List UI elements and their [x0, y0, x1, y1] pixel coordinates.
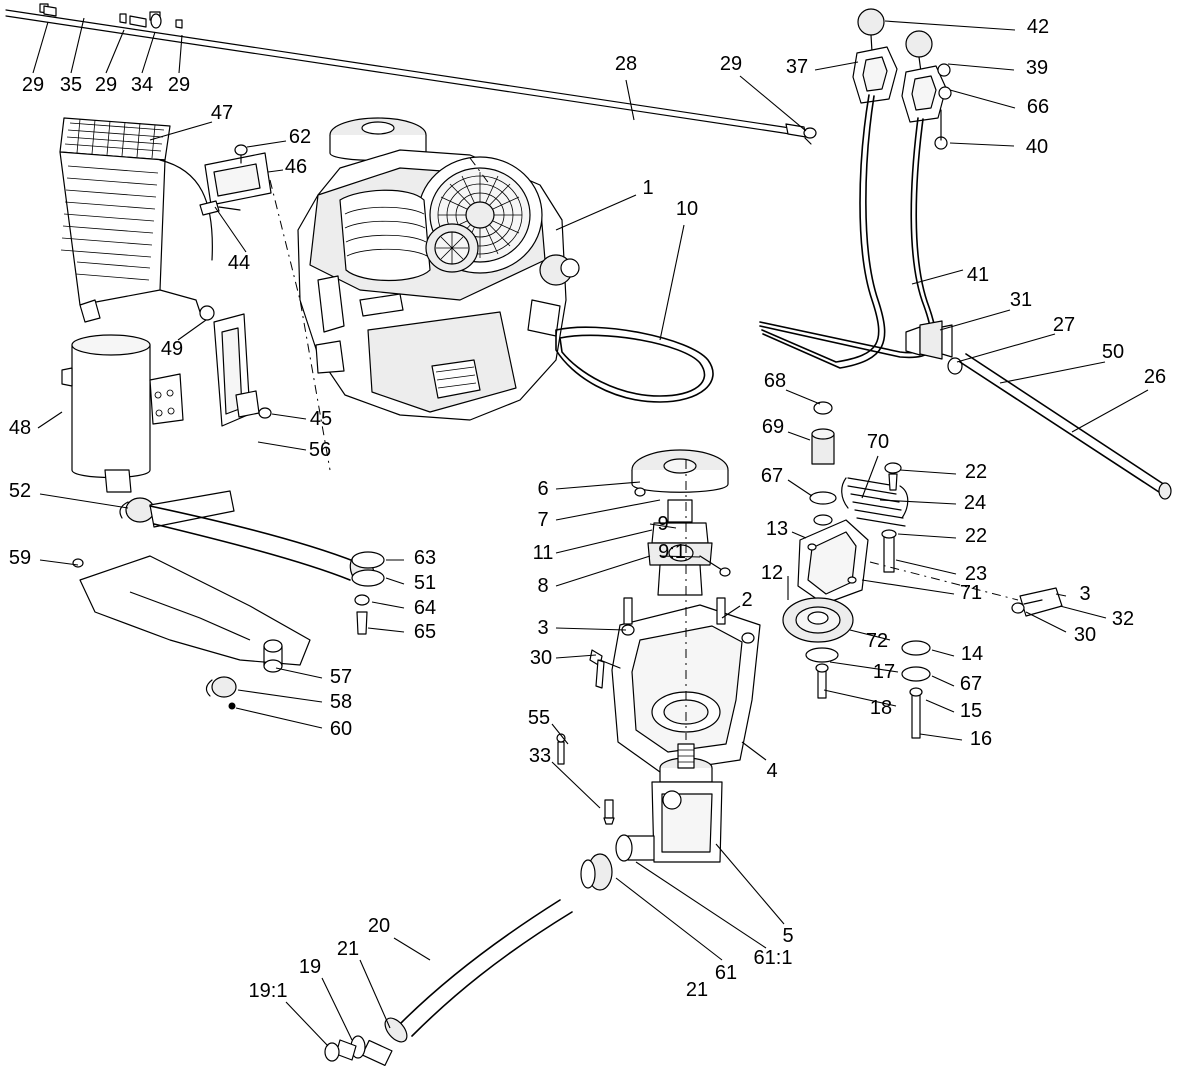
- callout-61: 61: [714, 962, 738, 984]
- callout-58: 58: [329, 691, 353, 713]
- callout-6: 6: [537, 478, 549, 500]
- callout-10: 10: [675, 198, 699, 220]
- callout-23: 23: [964, 563, 988, 585]
- upper-control-rod: [5, 3, 817, 145]
- callout-13: 13: [765, 518, 789, 540]
- callout-5: 5: [782, 925, 794, 947]
- callout-46: 46: [284, 156, 308, 178]
- callout-37: 37: [785, 56, 809, 78]
- callout-22: 22: [964, 461, 988, 483]
- brackets-group: [199, 140, 331, 471]
- callout-4: 4: [766, 760, 778, 782]
- idler-and-spring-group: [782, 389, 1107, 741]
- callout-49: 49: [160, 338, 184, 360]
- callout-3: 3: [1079, 583, 1091, 605]
- callout-22b: 22: [964, 525, 988, 547]
- callout-21b: 21: [336, 938, 360, 960]
- callout-27: 27: [1052, 314, 1076, 336]
- callout-55: 55: [527, 707, 551, 729]
- callout-14: 14: [960, 643, 984, 665]
- callout-62: 62: [288, 126, 312, 148]
- lower-hose-assembly: [285, 899, 573, 1067]
- callout-66: 66: [1026, 96, 1050, 118]
- callout-61-1: 61:1: [753, 947, 793, 969]
- callout-71: 71: [959, 582, 983, 604]
- callout-67: 67: [760, 465, 784, 487]
- drive-belt-10: [555, 224, 714, 403]
- callout-3b: 3: [537, 617, 549, 639]
- callout-30: 30: [1073, 624, 1097, 646]
- callout-28: 28: [614, 53, 638, 75]
- callout-21: 21: [685, 979, 709, 1001]
- callout-1: 1: [642, 177, 654, 199]
- callout-69: 69: [761, 416, 785, 438]
- callout-7: 7: [537, 509, 549, 531]
- callout-41: 41: [966, 264, 990, 286]
- callout-70: 70: [866, 431, 890, 453]
- callout-11: 11: [532, 542, 554, 564]
- callout-40: 40: [1025, 136, 1049, 158]
- callout-32: 32: [1111, 608, 1135, 630]
- callout-60: 60: [329, 718, 353, 740]
- callout-29d: 29: [719, 53, 743, 75]
- callout-39: 39: [1025, 57, 1049, 79]
- callout-64: 64: [413, 597, 437, 619]
- callout-35: 35: [59, 74, 83, 96]
- callout-26: 26: [1143, 366, 1167, 388]
- callout-15: 15: [959, 700, 983, 722]
- callout-20: 20: [367, 915, 391, 937]
- callout-52: 52: [8, 480, 32, 502]
- callout-72: 72: [865, 630, 889, 652]
- callout-63: 63: [413, 547, 437, 569]
- callout-68: 68: [763, 370, 787, 392]
- callout-29c: 29: [167, 74, 191, 96]
- callout-59: 59: [8, 547, 32, 569]
- callout-12: 12: [760, 562, 784, 584]
- pump-drive-stack: [551, 449, 785, 961]
- callout-47: 47: [210, 102, 234, 124]
- coupler-and-tube: [905, 309, 1172, 500]
- callout-57: 57: [329, 666, 353, 688]
- callout-44: 44: [227, 252, 251, 274]
- callout-29: 29: [21, 74, 45, 96]
- callout-2: 2: [741, 589, 753, 611]
- callout-34: 34: [130, 74, 154, 96]
- callout-17: 17: [872, 661, 896, 683]
- engine-assembly-1: [297, 117, 637, 421]
- callout-24: 24: [963, 492, 987, 514]
- callout-19-1: 19:1: [248, 980, 288, 1002]
- callout-51: 51: [413, 572, 437, 594]
- shift-lever-assembly: [759, 8, 1016, 369]
- callout-8: 8: [537, 575, 549, 597]
- callout-50: 50: [1101, 341, 1125, 363]
- callout-67b: 67: [959, 673, 983, 695]
- callout-48: 48: [8, 417, 32, 439]
- callout-42: 42: [1026, 16, 1050, 38]
- callout-31: 31: [1009, 289, 1033, 311]
- callout-9-1: 9:1: [658, 541, 686, 563]
- callout-65: 65: [413, 621, 437, 643]
- callout-19: 19: [298, 956, 322, 978]
- callout-56: 56: [308, 439, 332, 461]
- callout-9: 9: [657, 513, 669, 535]
- rotating-screen-47: [59, 117, 215, 341]
- callout-30b: 30: [529, 647, 553, 669]
- callout-16: 16: [969, 728, 993, 750]
- callout-18: 18: [869, 697, 893, 719]
- callout-29b: 29: [94, 74, 118, 96]
- callout-45: 45: [309, 408, 333, 430]
- muffler-and-exhaust: [37, 334, 405, 729]
- callout-33: 33: [528, 745, 552, 767]
